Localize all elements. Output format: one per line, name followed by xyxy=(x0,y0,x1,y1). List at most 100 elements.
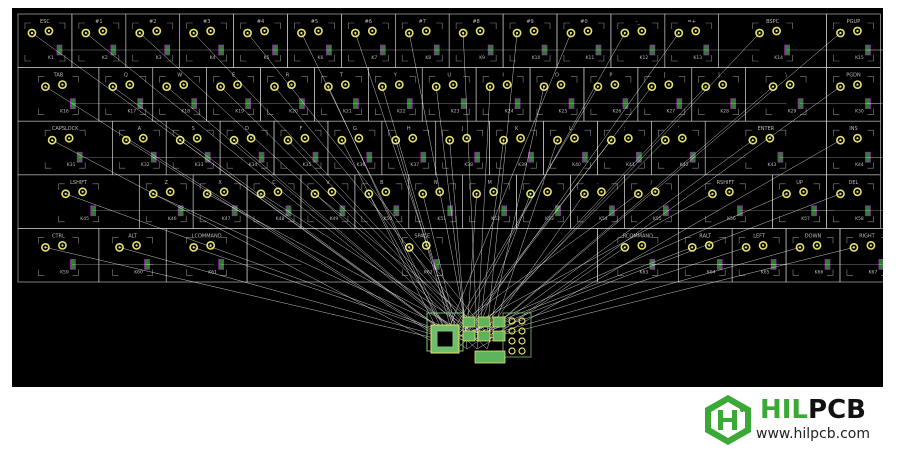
switch-pad[interactable] xyxy=(148,189,158,199)
switch-pad[interactable] xyxy=(27,28,37,38)
switch-pad[interactable] xyxy=(297,28,306,38)
switch-pad[interactable] xyxy=(836,135,845,145)
switch-pad[interactable] xyxy=(853,187,862,197)
switch-pad[interactable] xyxy=(765,133,775,143)
switch-pad[interactable] xyxy=(853,80,862,89)
switch-pad[interactable] xyxy=(718,80,728,89)
switch-pad[interactable] xyxy=(233,80,242,89)
switch-pad[interactable] xyxy=(836,189,845,199)
switch-pad[interactable] xyxy=(58,240,67,250)
key-footprint[interactable]: .K54 xyxy=(570,174,625,229)
key-footprint[interactable]: EK19 xyxy=(206,67,261,122)
switch-pad[interactable] xyxy=(516,133,525,143)
switch-pad[interactable] xyxy=(445,135,455,145)
switch-pad[interactable] xyxy=(179,80,189,89)
switch-pad[interactable] xyxy=(340,80,350,89)
switch-pad[interactable] xyxy=(623,133,633,143)
switch-pad[interactable] xyxy=(64,133,74,143)
switch-pad[interactable] xyxy=(687,242,697,252)
switch-pad[interactable] xyxy=(391,135,401,145)
switch-pad[interactable] xyxy=(597,187,606,197)
switch-pad[interactable] xyxy=(529,26,539,36)
pcb-canvas[interactable]: ESCK1#1K2#2K3#3K4#4K5#5K6#6K7#7K8#8K9#9K… xyxy=(12,8,883,387)
switch-pad[interactable] xyxy=(462,133,472,143)
switch-pad[interactable] xyxy=(243,28,252,38)
switch-pad[interactable] xyxy=(300,133,310,143)
switch-pad[interactable] xyxy=(512,28,522,38)
header-pad[interactable] xyxy=(508,327,516,335)
switch-pad[interactable] xyxy=(431,82,441,91)
switch-pad[interactable] xyxy=(583,26,593,36)
switch-pad[interactable] xyxy=(418,189,428,199)
switch-pad[interactable] xyxy=(866,240,876,250)
key-footprint[interactable]: 'K42 xyxy=(651,120,706,176)
switch-pad[interactable] xyxy=(849,242,859,252)
switch-pad[interactable] xyxy=(270,82,279,91)
key-footprint[interactable]: #6K7 xyxy=(341,13,396,68)
switch-pad[interactable] xyxy=(725,187,734,197)
key-footprint[interactable]: #4K5 xyxy=(233,13,288,68)
header-pad[interactable] xyxy=(518,327,526,335)
switch-pad[interactable] xyxy=(152,26,162,36)
switch-pad[interactable] xyxy=(202,189,212,199)
switch-pad[interactable] xyxy=(566,28,576,38)
smd-component[interactable] xyxy=(477,316,491,328)
switch-pad[interactable] xyxy=(472,189,482,199)
switch-pad[interactable] xyxy=(660,135,670,145)
switch-pad[interactable] xyxy=(664,80,674,89)
header-pad[interactable] xyxy=(508,347,516,355)
switch-pad[interactable] xyxy=(606,135,616,145)
switch-pad[interactable] xyxy=(381,187,391,197)
switch-pad[interactable] xyxy=(256,189,266,199)
switch-pad[interactable] xyxy=(580,189,589,199)
header-pad[interactable] xyxy=(508,337,516,345)
switch-pad[interactable] xyxy=(314,26,323,36)
switch-pad[interactable] xyxy=(853,133,862,143)
switch-pad[interactable] xyxy=(310,189,320,199)
usb-connector[interactable] xyxy=(474,350,506,364)
switch-pad[interactable] xyxy=(421,26,431,36)
header-pad[interactable] xyxy=(518,337,526,345)
switch-pad[interactable] xyxy=(650,187,660,197)
key-footprint[interactable]: -_K12 xyxy=(610,13,666,68)
header-pad[interactable] xyxy=(518,347,526,355)
switch-pad[interactable] xyxy=(755,28,764,38)
key-footprint[interactable]: #7K8 xyxy=(394,13,450,68)
switch-pad[interactable] xyxy=(570,133,579,143)
switch-pad[interactable] xyxy=(132,240,141,250)
switch-pad[interactable] xyxy=(620,28,630,38)
key-footprint[interactable]: #1K2 xyxy=(71,13,127,68)
switch-pad[interactable] xyxy=(539,82,549,91)
switch-pad[interactable] xyxy=(553,135,562,145)
switch-pad[interactable] xyxy=(448,80,458,89)
switch-pad[interactable] xyxy=(41,242,50,252)
switch-pad[interactable] xyxy=(219,187,229,197)
switch-pad[interactable] xyxy=(115,242,124,252)
switch-pad[interactable] xyxy=(327,187,337,197)
switch-pad[interactable] xyxy=(216,82,225,91)
switch-pad[interactable] xyxy=(741,242,751,252)
switch-pad[interactable] xyxy=(543,187,552,197)
switch-pad[interactable] xyxy=(610,80,620,89)
switch-pad[interactable] xyxy=(408,133,418,143)
key-footprint[interactable]: #8K9 xyxy=(448,13,504,68)
switch-pad[interactable] xyxy=(47,135,57,145)
switch-pad[interactable] xyxy=(795,242,805,252)
switch-pad[interactable] xyxy=(192,133,202,143)
